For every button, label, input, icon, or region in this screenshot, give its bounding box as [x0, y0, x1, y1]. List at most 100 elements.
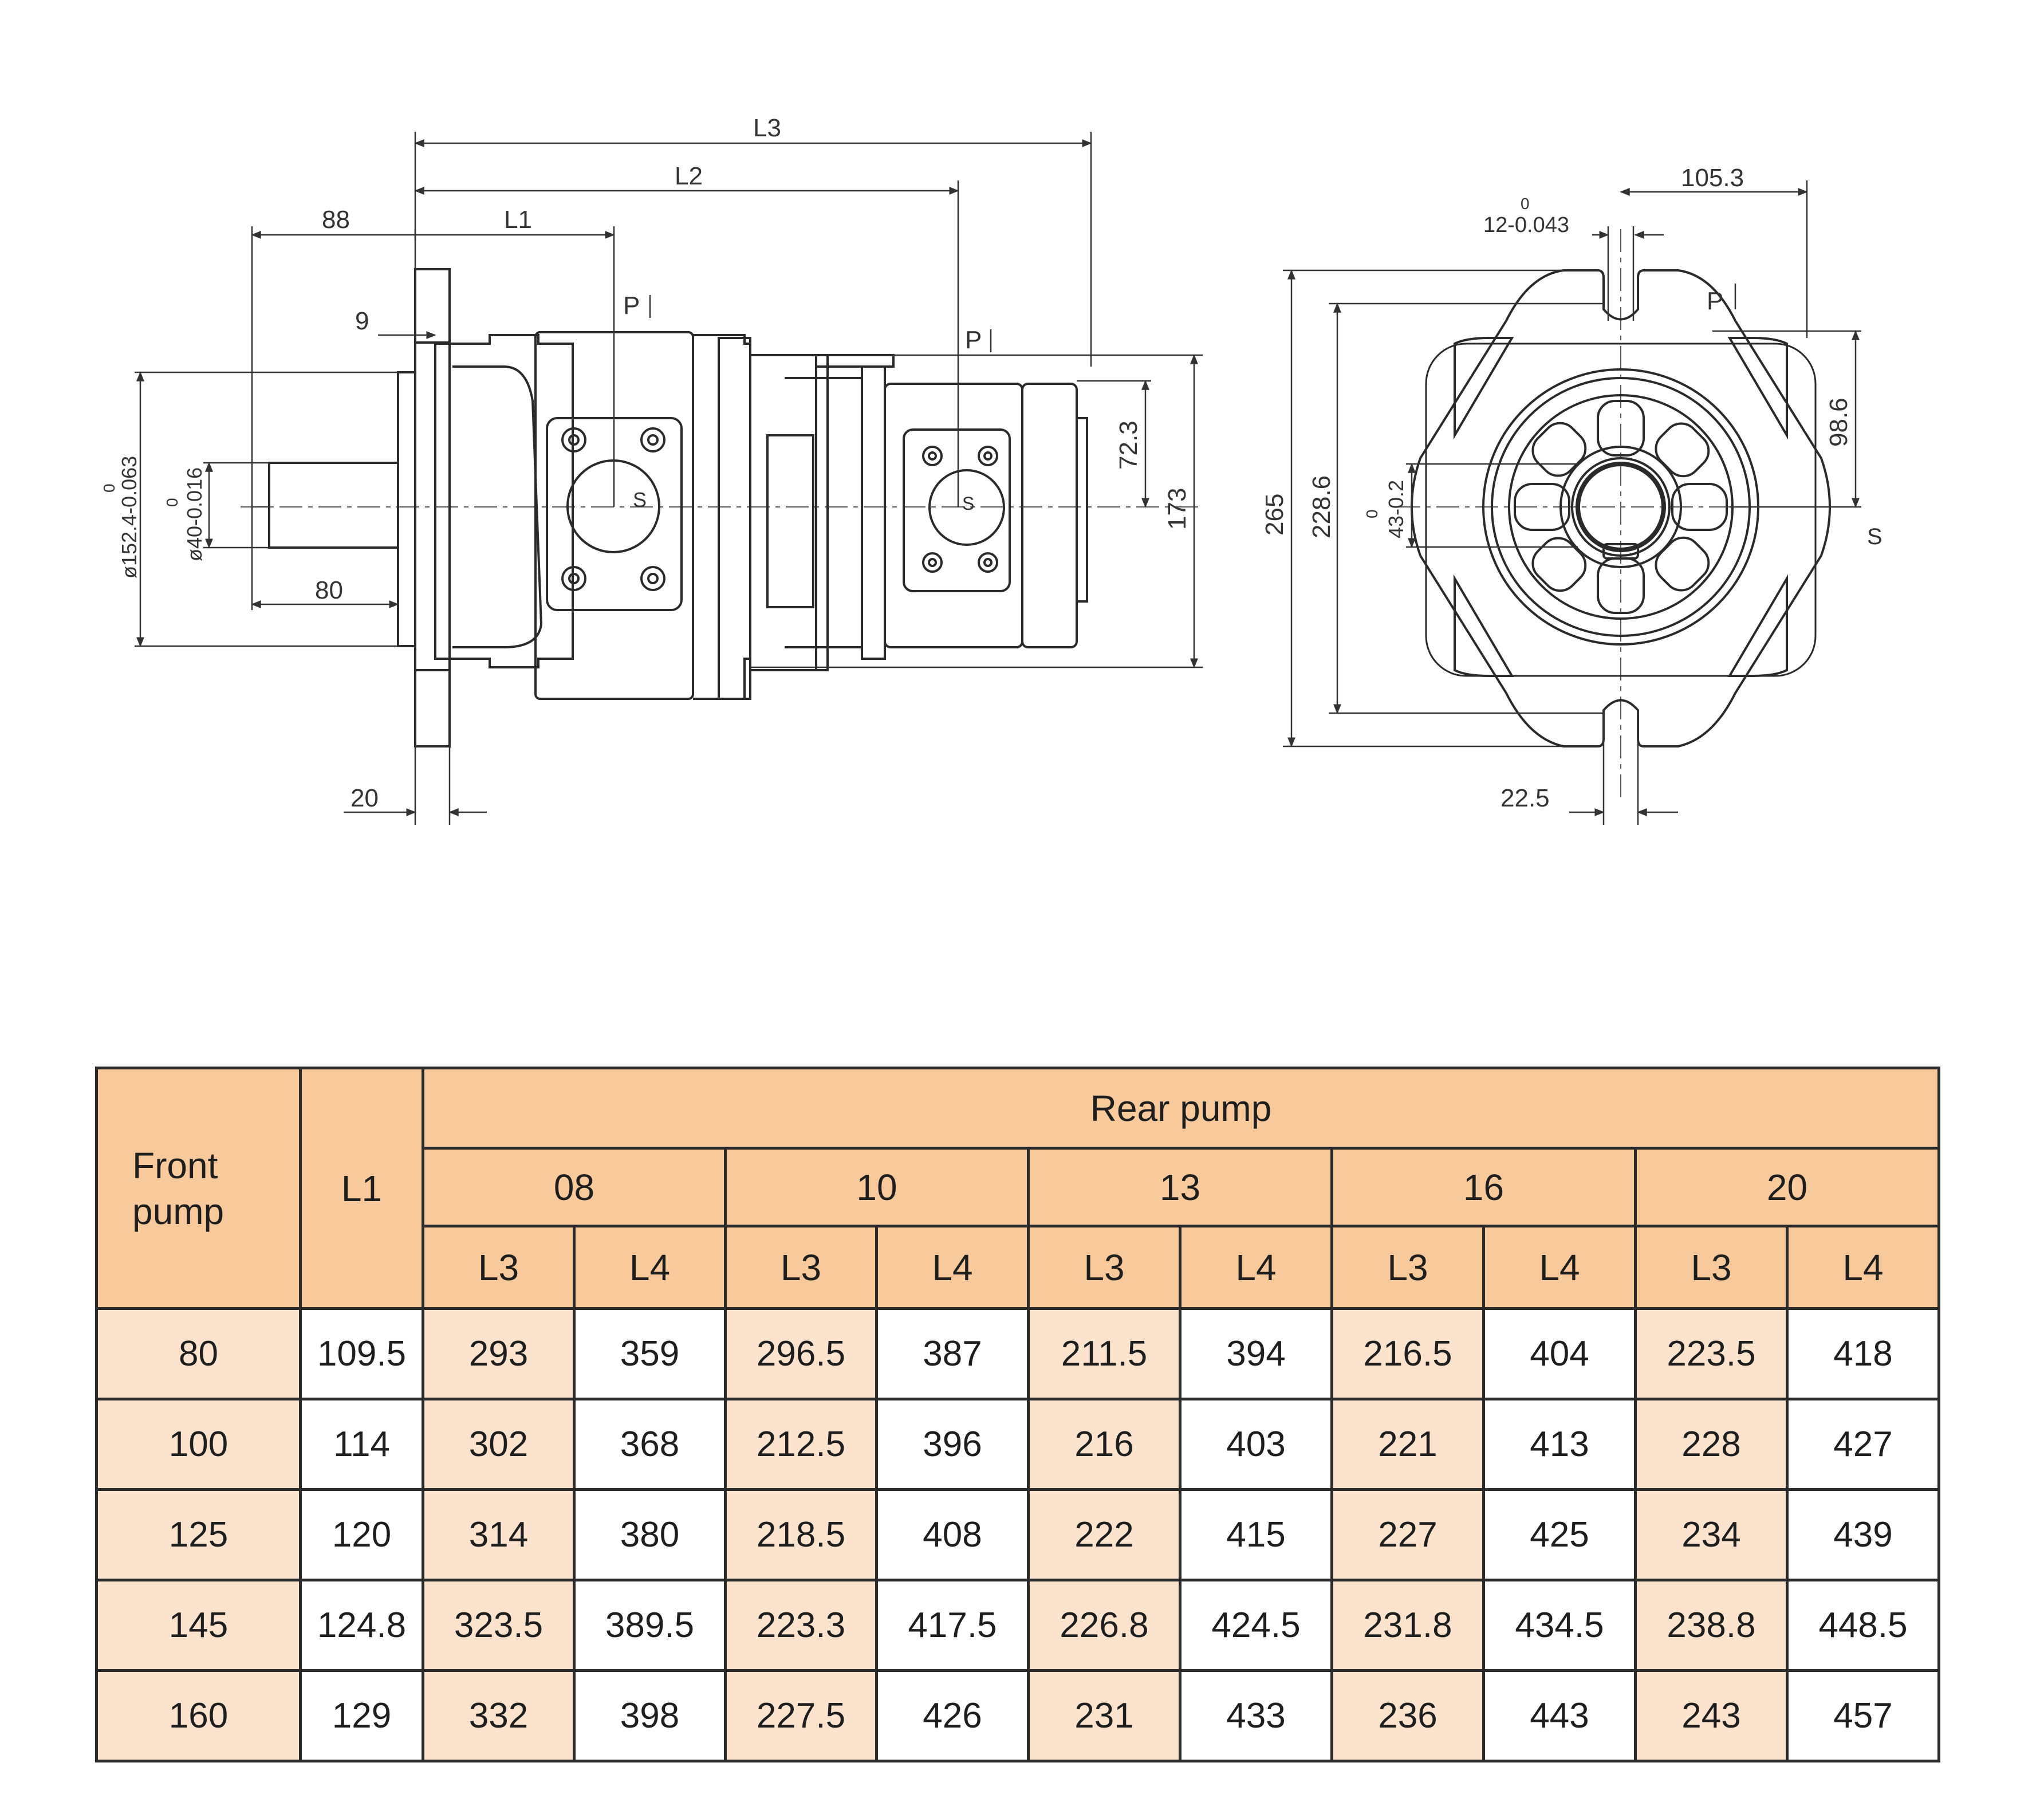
dim-dia-40: ø40-0.016 — [183, 467, 206, 561]
rear-size-header: 10 — [724, 1147, 1030, 1227]
dim-88: 88 — [322, 206, 350, 234]
rear-size-header: 08 — [422, 1147, 727, 1227]
rear-size-header: 16 — [1330, 1147, 1637, 1227]
rear-port-plate — [903, 428, 1011, 592]
l4-value: 403 — [1179, 1398, 1333, 1491]
dim-173: 173 — [1163, 488, 1191, 530]
sub-header-l4: L4 — [1482, 1225, 1637, 1310]
l4-value: 408 — [875, 1488, 1030, 1581]
table-row: 80 109.5 293 359 296.5 387 211.5 394 216… — [95, 1307, 1941, 1400]
l4-value: 394 — [1179, 1307, 1333, 1400]
sub-header-l4: L4 — [1785, 1225, 1941, 1310]
front-cover — [434, 334, 574, 668]
dimension-table: Front pump L1 Rear pump 08 10 13 16 20 L… — [95, 1067, 1941, 1762]
drive-shaft — [268, 462, 399, 549]
l4-value: 427 — [1785, 1398, 1941, 1491]
l4-value: 425 — [1482, 1488, 1637, 1581]
l4-value: 387 — [875, 1307, 1030, 1400]
l3-value: 216.5 — [1330, 1307, 1485, 1400]
l4-value: 398 — [573, 1669, 727, 1762]
rear-pump-body — [884, 383, 1023, 648]
dim-12-tol: 0 — [1521, 195, 1530, 213]
port-label-p-front: P — [623, 292, 640, 320]
adapter-housing — [750, 354, 817, 671]
l4-value: 368 — [573, 1398, 727, 1491]
front-pump-size: 160 — [95, 1669, 302, 1762]
l3-value: 228 — [1634, 1398, 1789, 1491]
l3-value: 296.5 — [724, 1307, 878, 1400]
l3-value: 323.5 — [422, 1579, 576, 1672]
l3-value: 218.5 — [724, 1488, 878, 1581]
port-label-p-rear: P — [965, 326, 982, 354]
dim-80: 80 — [315, 576, 343, 604]
front-pump-size: 100 — [95, 1398, 302, 1491]
dim-43: 43-0.2 — [1384, 480, 1408, 538]
dim-dia-152-4-tol: 0 — [100, 483, 118, 493]
dim-43-tol: 0 — [1363, 509, 1381, 518]
rear-pump-header: Rear pump — [421, 1067, 1941, 1150]
l4-value: 448.5 — [1785, 1579, 1941, 1672]
end-view — [1283, 180, 1861, 825]
l3-value: 226.8 — [1027, 1579, 1181, 1672]
table-row: 160 129 332 398 227.5 426 231 433 236 44… — [95, 1669, 1941, 1762]
l4-value: 417.5 — [875, 1579, 1030, 1672]
dim-l1: L1 — [504, 206, 532, 234]
technical-drawing: L3 L2 L1 88 9 80 20 P P S S 72.3 173 ø15… — [0, 0, 2044, 859]
l3-value: 332 — [422, 1669, 576, 1762]
l4-value: 418 — [1785, 1307, 1941, 1400]
table-row: 100 114 302 368 212.5 396 216 403 221 41… — [95, 1398, 1941, 1491]
rear-size-header: 20 — [1633, 1147, 1941, 1227]
l4-value: 404 — [1482, 1307, 1637, 1400]
l4-value: 415 — [1179, 1488, 1333, 1581]
table-row: 145 124.8 323.5 389.5 223.3 417.5 226.8 … — [95, 1579, 1941, 1672]
port-label-s-front: S — [633, 488, 647, 512]
dim-228-6: 228.6 — [1307, 475, 1336, 538]
l1-header: L1 — [299, 1067, 424, 1310]
sub-header-l4: L4 — [1179, 1225, 1333, 1310]
l3-value: 293 — [422, 1307, 576, 1400]
sub-header-l3: L3 — [1330, 1225, 1485, 1310]
sub-header-l4: L4 — [875, 1225, 1030, 1310]
rear-end-cover — [1021, 383, 1078, 648]
l3-value: 212.5 — [724, 1398, 878, 1491]
l4-value: 457 — [1785, 1669, 1941, 1762]
front-pump-header: Front pump — [95, 1067, 302, 1310]
l3-value: 231 — [1027, 1669, 1181, 1762]
l1-value: 129 — [299, 1669, 424, 1762]
end-port-label-s: S — [1867, 524, 1882, 549]
dim-l3: L3 — [753, 114, 781, 142]
l4-value: 413 — [1482, 1398, 1637, 1491]
l1-value: 124.8 — [299, 1579, 424, 1672]
l3-value: 222 — [1027, 1488, 1181, 1581]
l1-value: 109.5 — [299, 1307, 424, 1400]
rear-suction-port — [928, 469, 1005, 546]
dim-9: 9 — [355, 307, 369, 335]
end-port-label-p: P — [1707, 287, 1723, 315]
dim-dia-152-4: ø152.4-0.063 — [117, 456, 141, 579]
l1-value: 120 — [299, 1488, 424, 1581]
l3-value: 211.5 — [1027, 1307, 1181, 1400]
l4-value: 389.5 — [573, 1579, 727, 1672]
l3-value: 227 — [1330, 1488, 1485, 1581]
dim-105-3: 105.3 — [1681, 164, 1744, 192]
front-pump-size: 80 — [95, 1307, 302, 1400]
l3-value: 223.5 — [1634, 1307, 1789, 1400]
mounting-flange — [414, 268, 451, 747]
l4-value: 434.5 — [1482, 1579, 1637, 1672]
sub-header-l3: L3 — [724, 1225, 878, 1310]
l1-value: 114 — [299, 1398, 424, 1491]
drawing-svg: L3 L2 L1 88 9 80 20 P P S S 72.3 173 ø15… — [100, 114, 1882, 825]
l3-value: 243 — [1634, 1669, 1789, 1762]
rear-size-header: 13 — [1027, 1147, 1333, 1227]
dim-22-5: 22.5 — [1500, 784, 1550, 812]
l3-value: 314 — [422, 1488, 576, 1581]
l4-value: 380 — [573, 1488, 727, 1581]
shaft-seal — [1559, 446, 1682, 568]
dim-20: 20 — [350, 784, 379, 812]
l3-value: 234 — [1634, 1488, 1789, 1581]
l3-value: 231.8 — [1330, 1579, 1485, 1672]
l3-value: 227.5 — [724, 1669, 878, 1762]
port-label-s-rear: S — [962, 493, 974, 514]
sub-header-l3: L3 — [422, 1225, 576, 1310]
sub-header-l3: L3 — [1027, 1225, 1181, 1310]
